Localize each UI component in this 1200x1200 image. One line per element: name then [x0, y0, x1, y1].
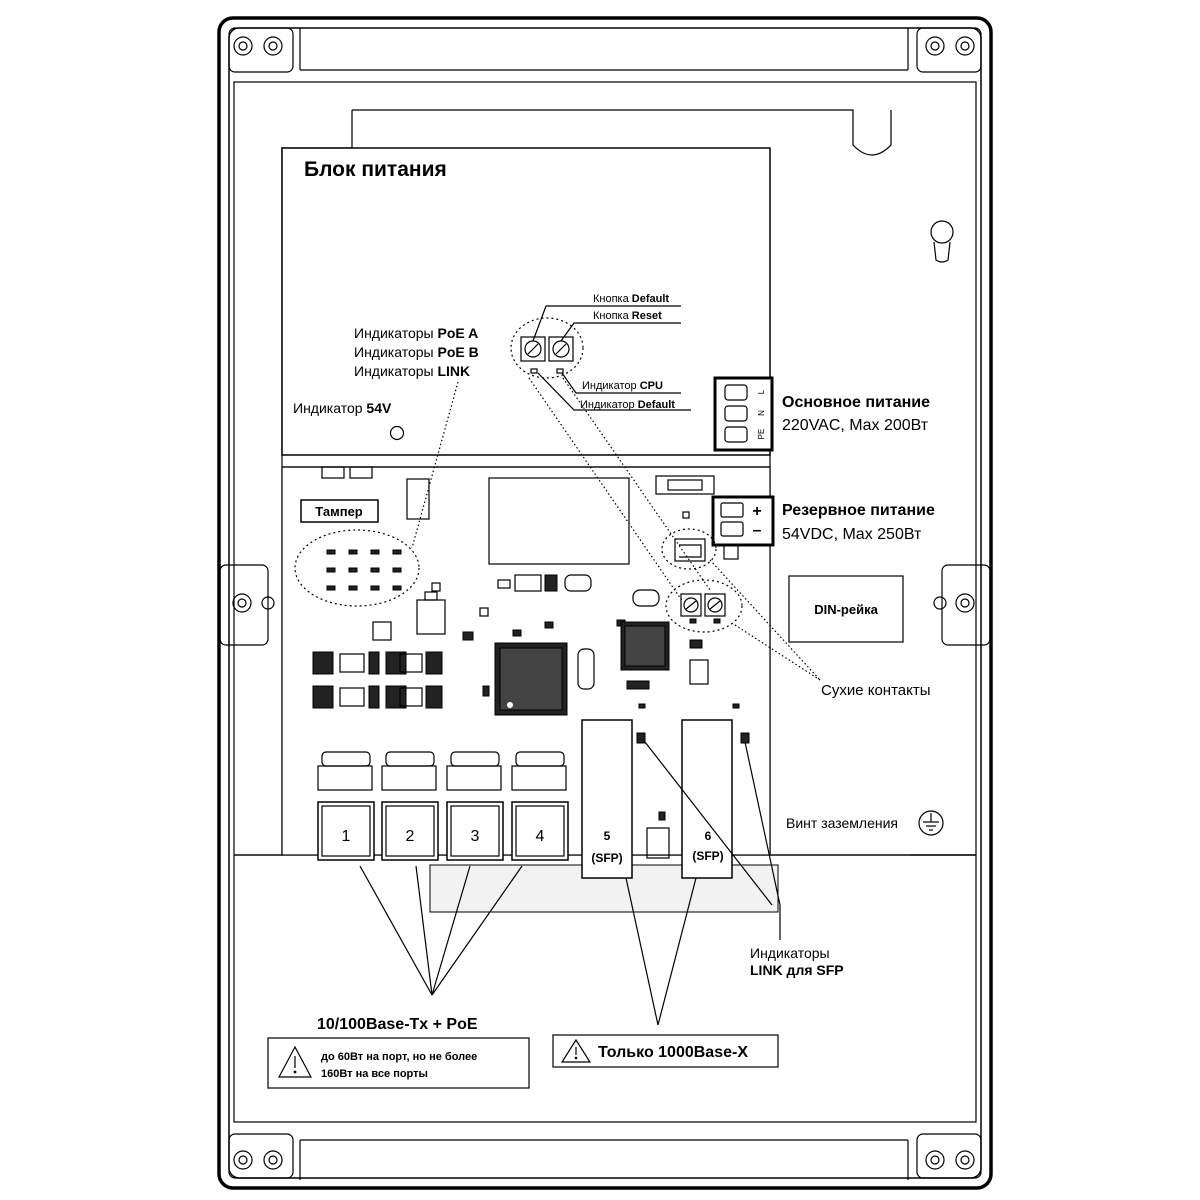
- pin-pe: PE: [757, 429, 766, 440]
- backup-minus: –: [753, 522, 762, 539]
- sfp-port-6: 6 (SFP): [681, 719, 733, 879]
- main-power-spec: 220VAC, Max 200Вт: [782, 417, 929, 434]
- port-3: 3: [446, 751, 504, 861]
- gigabit-callout: Только 1000Base-X: [552, 877, 779, 1068]
- sfp6-label: (SFP): [692, 849, 723, 863]
- corner-screw-bottom-right: [916, 1133, 982, 1179]
- poe-title: 10/100Base-Tx + PoE: [317, 1016, 478, 1033]
- sfp-link-indicators: Индикаторы LINK для SFP: [644, 741, 844, 978]
- default-reset-buttons: Кнопка Default Кнопка Reset Индикатор CP…: [510, 293, 711, 603]
- sfp-ind-line1: Индикаторы: [750, 945, 830, 961]
- sfp6-number: 6: [705, 829, 712, 843]
- indicator-default-label: Индикатор Default: [580, 399, 675, 411]
- indicator-54v: Индикатор 54V: [293, 400, 405, 441]
- sfp-ind-line2: LINK для SFP: [750, 962, 844, 978]
- sfp5-number: 5: [604, 829, 611, 843]
- poe-components: [312, 651, 443, 709]
- poe-warning-line1: до 60Вт на порт, но не более: [321, 1051, 477, 1063]
- corner-screw-top-right: [916, 27, 982, 73]
- ethernet-ports: 1 2 3 4: [317, 751, 569, 861]
- indicator-54v-label: Индикатор 54V: [293, 400, 392, 416]
- indicator-cpu-label: Индикатор CPU: [582, 380, 663, 392]
- corner-screw-bottom-left: [228, 1133, 294, 1179]
- poe-link-indicator-labels: Индикаторы PoE A Индикаторы PoE B Индика…: [354, 325, 479, 549]
- port-4: 4: [511, 751, 569, 861]
- port-1: 1: [317, 751, 375, 861]
- backup-power-title: Резервное питание: [782, 502, 935, 519]
- main-power-terminal: L N PE Основное питание 220VAC, Max 200В…: [713, 376, 930, 452]
- port-1-number: 1: [342, 828, 351, 845]
- port-2-number: 2: [406, 828, 415, 845]
- port-4-number: 4: [536, 828, 545, 845]
- gigabit-warning: Только 1000Base-X: [598, 1044, 748, 1061]
- corner-screw-top-left: [228, 27, 294, 73]
- power-block-title: Блок питания: [304, 158, 447, 181]
- poe-warning-line2: 160Вт на все порты: [321, 1068, 428, 1080]
- main-power-title: Основное питание: [782, 394, 930, 411]
- poe-warning-box: до 60Вт на порт, но не более 160Вт на вс…: [267, 1037, 530, 1089]
- button-reset-label: Кнопка Reset: [593, 310, 662, 322]
- power-supply-block: Блок питания: [281, 147, 771, 456]
- side-screw-right: [933, 593, 975, 613]
- dry-contacts-label: Сухие контакты: [821, 682, 931, 699]
- side-screw-left: [232, 593, 275, 613]
- ground-screw: Винт заземления: [786, 810, 944, 836]
- pin-l: L: [757, 389, 766, 394]
- poe-a-label: Индикаторы PoE A: [354, 325, 478, 341]
- led-indicator-grid: [326, 549, 402, 591]
- warning-icon: [278, 1045, 312, 1078]
- board-buttons: [665, 579, 743, 633]
- port-3-number: 3: [471, 828, 480, 845]
- tamper: Тампер: [300, 499, 379, 523]
- pin-n: N: [757, 410, 766, 416]
- button-default-label: Кнопка Default: [593, 293, 669, 305]
- poe-b-label: Индикаторы PoE B: [354, 344, 479, 360]
- din-rail-label: DIN-рейка: [814, 602, 878, 617]
- sfp-port-5: 5 (SFP): [581, 719, 633, 879]
- backup-plus: +: [752, 503, 761, 520]
- poe-port-callouts: 10/100Base-Tx + PoE: [317, 865, 523, 1033]
- tamper-label: Тампер: [315, 504, 363, 519]
- sfp5-label: (SFP): [591, 851, 622, 865]
- warning-icon: [560, 1038, 592, 1063]
- backup-power-terminal: + – Резервное питание 54VDC, Max 250Вт: [711, 495, 935, 547]
- ground-screw-label: Винт заземления: [786, 815, 898, 831]
- dry-contacts: Сухие контакты: [661, 528, 931, 699]
- backup-power-spec: 54VDC, Max 250Вт: [782, 526, 922, 543]
- port-2: 2: [381, 751, 439, 861]
- din-rail: DIN-рейка: [788, 575, 904, 643]
- link-label: Индикаторы LINK: [354, 363, 470, 379]
